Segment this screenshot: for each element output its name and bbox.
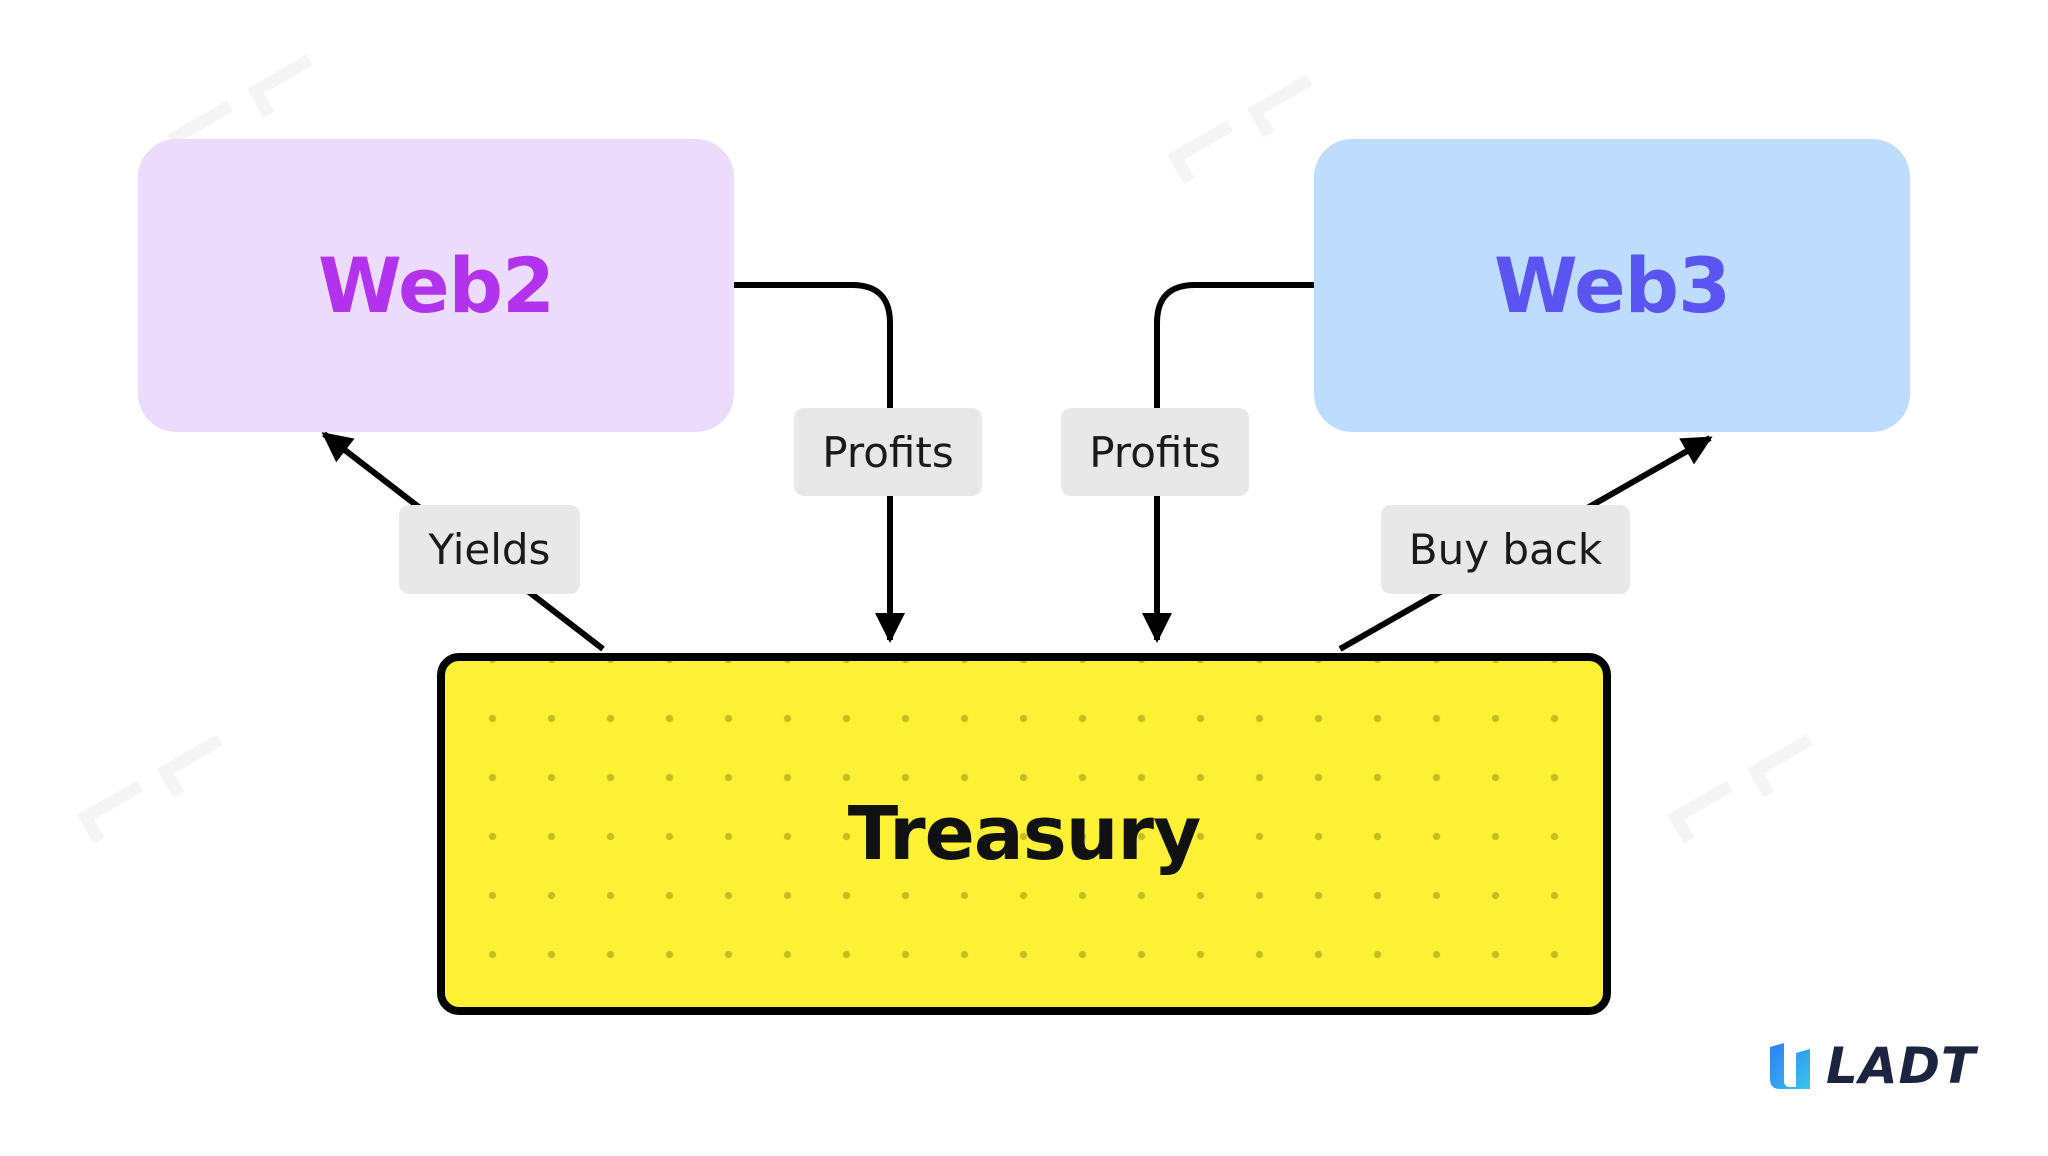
node-web2-label: Web2	[318, 241, 555, 330]
edge-label-text: Yields	[428, 525, 551, 574]
edge-web2-to-treasury	[728, 282, 905, 643]
brand-logo: LADT	[1766, 1037, 1977, 1095]
edge-label-buy-back: Buy back	[1381, 505, 1630, 594]
ladt-logo-icon	[1770, 1043, 1810, 1089]
edge-label-web2-profits: Profits	[794, 408, 982, 496]
brand-logo-text: LADT	[1826, 1037, 1977, 1095]
edge-label-web3-profits: Profits	[1061, 408, 1249, 496]
node-web3-label: Web3	[1494, 241, 1731, 330]
edge-label-text: Profits	[822, 427, 954, 477]
edge-label-yields: Yields	[399, 505, 580, 594]
node-web2: Web2	[138, 139, 734, 432]
node-web3: Web3	[1314, 139, 1910, 432]
node-treasury: Treasury	[437, 653, 1611, 1015]
edge-web3-to-treasury	[1142, 282, 1318, 643]
edge-label-text: Buy back	[1408, 525, 1603, 574]
edge-label-text: Profits	[1089, 427, 1221, 477]
node-treasury-label: Treasury	[847, 791, 1201, 877]
